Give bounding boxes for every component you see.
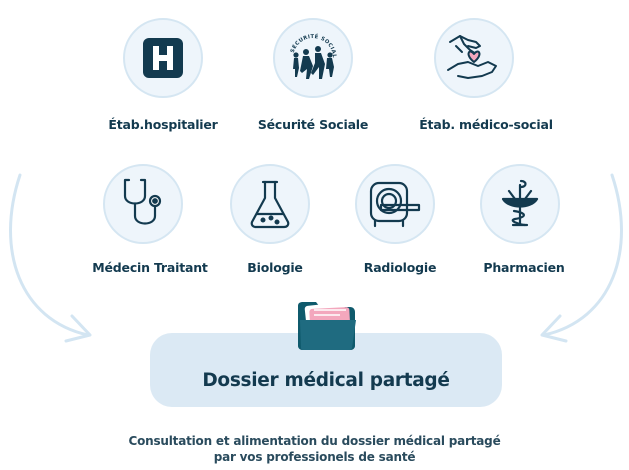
node-biologie-label: Biologie	[247, 260, 303, 275]
node-medecin-circle	[103, 164, 183, 244]
caption-line-2: par vos professionels de santé	[213, 450, 416, 464]
dossier-title: Dossier médical partagé	[202, 370, 450, 391]
helping-hand-heart-icon	[447, 35, 497, 79]
flask-icon	[250, 180, 290, 229]
stethoscope-icon	[123, 178, 162, 225]
node-medicosocial-circle	[434, 18, 514, 98]
node-hopital-circle	[123, 18, 203, 98]
right-curved-arrow	[542, 173, 623, 337]
folder-icon	[298, 302, 356, 350]
node-radiologie-circle	[355, 164, 435, 244]
node-medicosocial-label: Étab. médico-social	[419, 117, 553, 132]
node-radiologie-label: Radiologie	[363, 260, 437, 275]
hospital-h-icon	[143, 38, 183, 78]
node-secu-label: Sécurité Sociale	[257, 117, 369, 132]
node-medecin-label: Médecin Traitant	[92, 260, 208, 275]
node-pharmacien-label: Pharmacien	[483, 260, 565, 275]
right-arrow-head	[540, 314, 568, 343]
caption-line-1: Consultation et alimentation du dossier …	[128, 434, 501, 448]
scanner-icon	[369, 181, 421, 228]
left-arrow-head	[64, 314, 92, 343]
node-hopital-label: Étab.hospitalier	[108, 117, 218, 132]
node-pharmacien-circle	[480, 164, 560, 244]
left-curved-arrow	[9, 173, 90, 337]
node-secu-circle: SÉCURITÉ SOCIALE	[273, 18, 353, 98]
securite-sociale-logo: SÉCURITÉ SOCIALE	[280, 25, 337, 79]
caduceus-icon	[501, 179, 539, 227]
node-biologie-circle	[230, 164, 310, 244]
